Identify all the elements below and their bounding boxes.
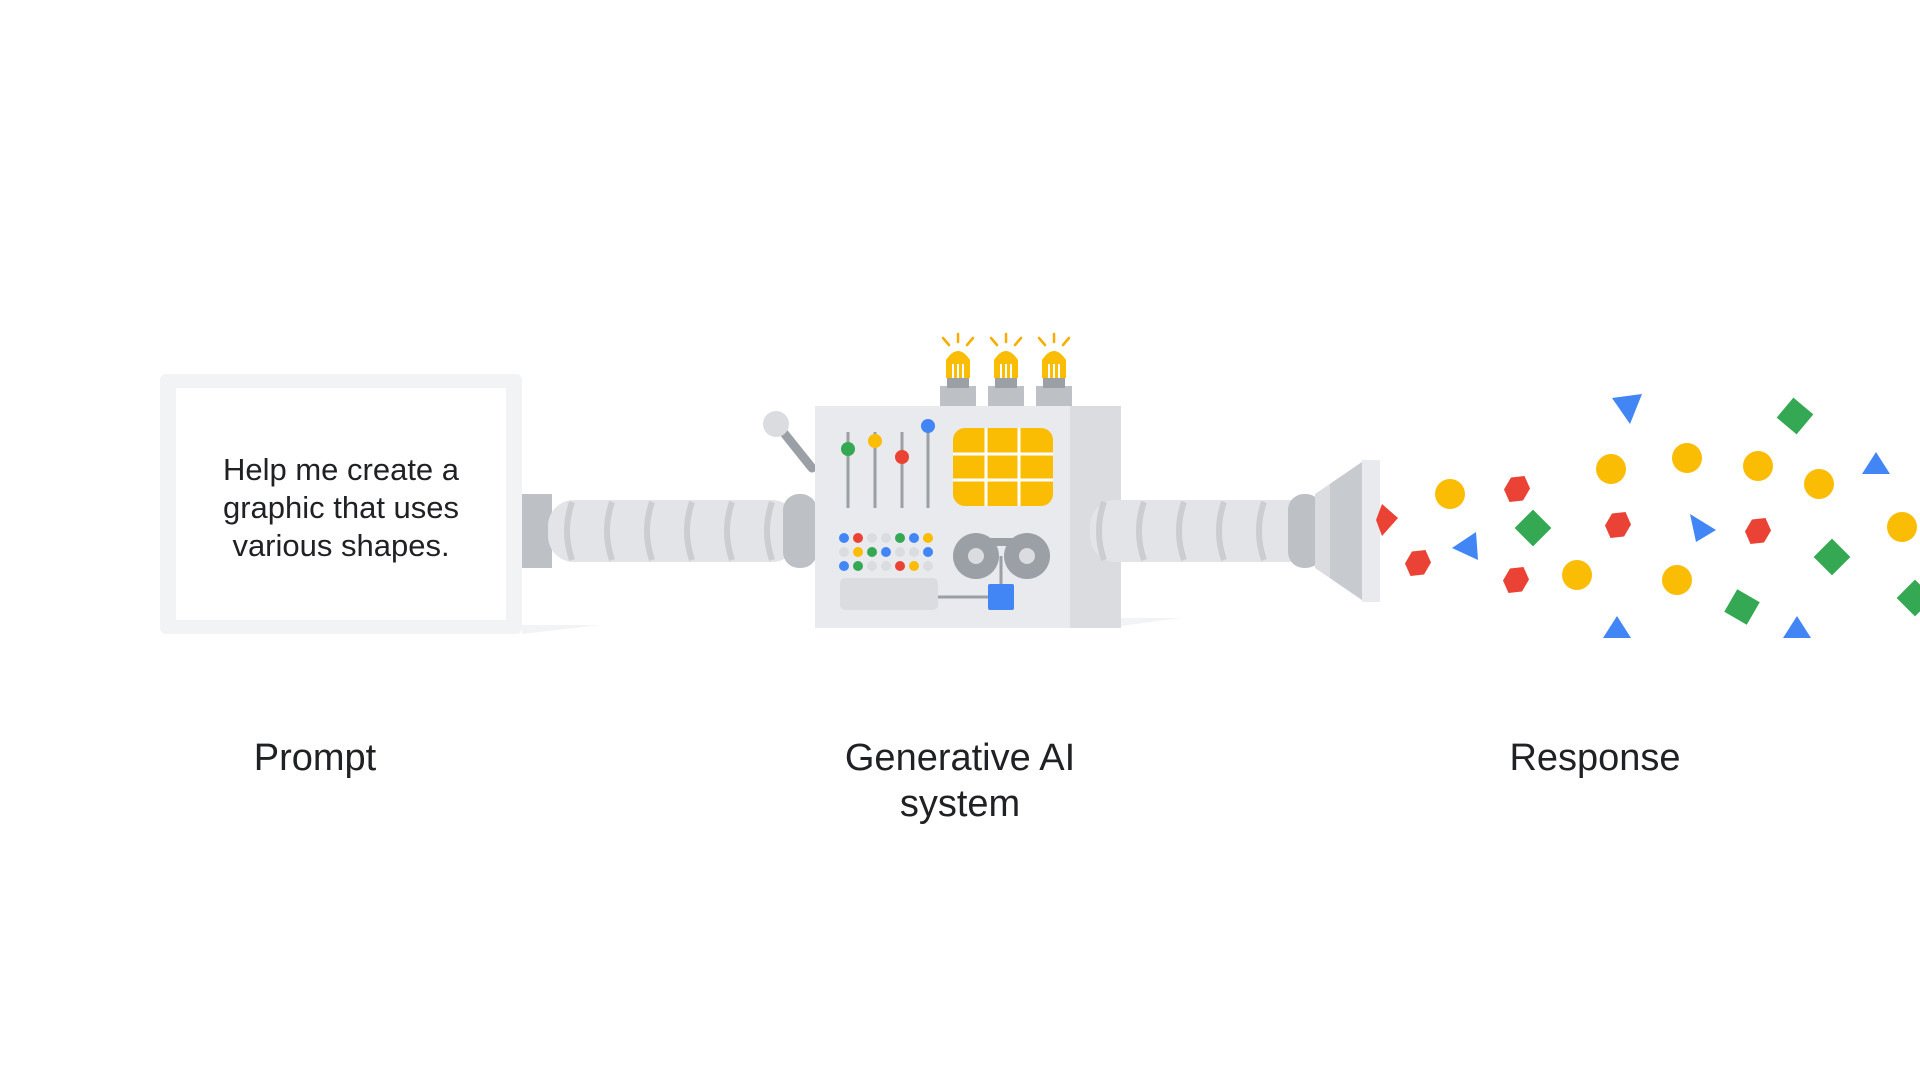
red-hexagon xyxy=(1376,504,1398,536)
output-pipe xyxy=(1090,460,1380,602)
green-diamond xyxy=(1813,538,1851,576)
red-hexagon xyxy=(1404,550,1432,576)
green-diamond xyxy=(1724,589,1760,625)
blue-triangle xyxy=(1612,394,1642,424)
label-response: Response xyxy=(1509,737,1681,779)
green-diamond xyxy=(1514,509,1552,547)
input-pipe xyxy=(522,494,817,568)
lightbulb-icon xyxy=(940,332,976,406)
yellow-circle xyxy=(1562,560,1592,590)
red-hexagon xyxy=(1503,476,1531,502)
red-hexagon xyxy=(1502,567,1530,593)
red-hexagon xyxy=(1604,512,1632,538)
green-diamond xyxy=(1776,397,1814,435)
indicator-lights xyxy=(839,533,933,571)
yellow-circle xyxy=(1435,479,1465,509)
blue-triangle xyxy=(1862,452,1890,474)
blue-triangle xyxy=(1690,514,1716,542)
blue-triangle xyxy=(1603,616,1631,638)
blue-triangle xyxy=(1452,532,1478,560)
prompt-card xyxy=(160,374,600,634)
yellow-circle xyxy=(1743,451,1773,481)
prompt-text: Help me create a graphic that uses vario… xyxy=(176,388,506,628)
dial-icon xyxy=(953,533,1050,585)
generative-ai-machine xyxy=(763,332,1180,628)
red-hexagon xyxy=(1744,518,1772,544)
prompt-line: Help me create a xyxy=(222,452,460,487)
yellow-circle xyxy=(1672,443,1702,473)
blue-triangle xyxy=(1783,616,1811,638)
label-generative-ai: Generative AI xyxy=(844,737,1076,779)
slider-icon xyxy=(841,419,935,508)
label-prompt: Prompt xyxy=(253,737,377,779)
yellow-circle xyxy=(1804,469,1834,499)
label-generative-ai-system: system xyxy=(899,783,1021,825)
yellow-circle xyxy=(1662,565,1692,595)
lightbulb-icon xyxy=(988,332,1024,406)
yellow-circle xyxy=(1596,454,1626,484)
lever-icon xyxy=(763,411,817,473)
prompt-line: graphic that uses xyxy=(222,490,460,525)
green-diamond xyxy=(1896,579,1920,617)
prompt-line: various shapes. xyxy=(232,528,450,563)
response-shapes xyxy=(1376,394,1920,638)
yellow-circle xyxy=(1887,512,1917,542)
grid-screen xyxy=(953,428,1053,506)
lightbulb-icon xyxy=(1036,332,1072,406)
